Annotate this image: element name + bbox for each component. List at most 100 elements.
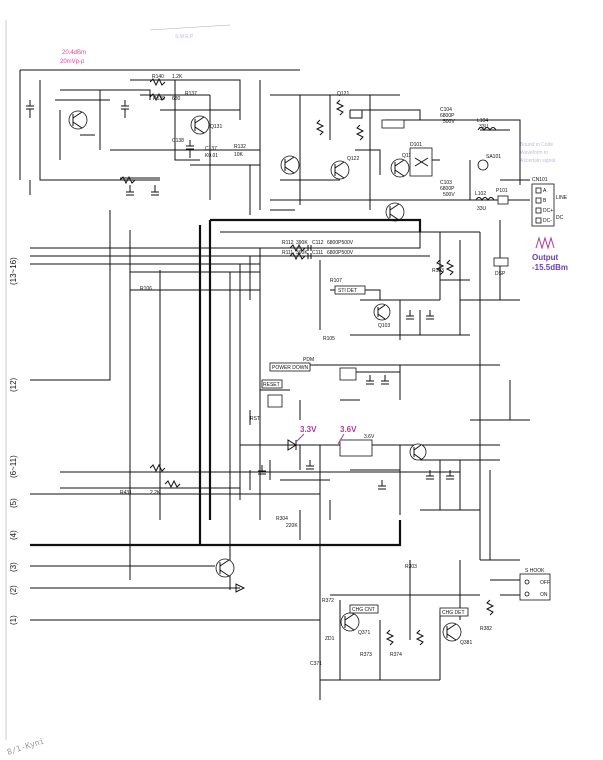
hook-switch <box>519 573 551 601</box>
label-c111-value: 6800P500V <box>327 250 354 256</box>
output-title: Output <box>532 253 559 262</box>
label-c104-value: 6800P <box>440 113 455 119</box>
output-level: -15.5dBm <box>532 263 568 272</box>
input-amplifier-section: R140 1.2K R139 680 R137 C138 Q131 C137 K… <box>19 69 300 200</box>
port-labels: (13~16) (12) (6~11) (5) (4) (3) (2) (1) <box>9 257 18 625</box>
label-q103: Q103 <box>378 323 390 329</box>
label-r431-value: 2.2K <box>150 490 161 496</box>
handwritten-note: 8/1-Kyni <box>6 736 46 757</box>
power-down-tag <box>269 362 311 372</box>
label-r304-value: 220K <box>286 523 298 529</box>
label-r132: R132 <box>234 144 246 150</box>
diode-3v3 <box>287 439 297 451</box>
port-2: (2) <box>9 585 18 595</box>
label-c138: C138 <box>172 138 184 144</box>
label-c103: C103 <box>440 180 452 186</box>
label-r431: R431 <box>120 490 132 496</box>
label-q115: Q115 <box>402 153 414 159</box>
label-3v6-node: 3.6V <box>364 434 375 440</box>
label-rst: RST <box>250 416 260 422</box>
transistor-q115 <box>390 158 410 178</box>
label-cn101: CN101 <box>532 177 548 183</box>
label-c112-value: 6800P500V <box>327 240 354 246</box>
label-q131: Q131 <box>210 124 222 130</box>
label-c112: C112 <box>312 240 324 246</box>
label-c111: C111 <box>312 250 323 256</box>
label-r303: R303 <box>405 564 417 570</box>
label-d101: D101 <box>410 142 422 148</box>
label-cn-a: A <box>543 188 547 194</box>
dsp-block <box>493 257 509 267</box>
label-reset: RESET <box>263 382 280 388</box>
scan-margin <box>5 20 231 740</box>
vpp-annotation-top: 20mVp-p <box>60 59 85 65</box>
label-r304: R304 <box>276 516 288 522</box>
signal-bus: R112 390K C112 6800P500V R111 390K C111 … <box>30 210 520 580</box>
transistor-q122 <box>330 160 350 180</box>
port-5: (5) <box>9 498 18 508</box>
label-p101: P101 <box>496 188 508 194</box>
reset-tag <box>261 379 283 389</box>
port-4: (4) <box>9 530 18 540</box>
regulator-section: 3.6V R431 2.2K R304 220K 3.3V 3.6V <box>30 425 500 560</box>
driver-section: Q121 Q122 Q115 <box>249 80 520 222</box>
label-sti-det: STI DET <box>338 288 357 294</box>
port-6-11: (6~11) <box>9 455 18 478</box>
label-l104: L104 <box>477 118 488 124</box>
label-r140: R140 <box>152 74 164 80</box>
label-hook-on: ON <box>540 592 548 598</box>
label-r372: R372 <box>322 598 334 604</box>
label-c104-voltage: 500V <box>443 119 455 125</box>
voltage-3v6: 3.6V <box>340 425 357 434</box>
transistor-q371 <box>340 612 360 632</box>
power-down-ic <box>339 367 357 381</box>
label-r112-value: 390K <box>296 240 308 246</box>
label-q381: Q381 <box>460 640 472 646</box>
faint-annotation-right-3: Ascertain signal <box>520 158 555 164</box>
transistor-regulator <box>409 443 427 461</box>
transistor-q103 <box>373 303 391 321</box>
inductor-l102 <box>475 197 495 201</box>
pulse-block <box>381 119 405 129</box>
faint-annotation-top: S M E P <box>175 34 194 40</box>
chg-cnt-tag <box>349 604 379 614</box>
label-c104: C104 <box>440 107 452 113</box>
label-q121: Q121 <box>337 91 349 97</box>
label-dc: DC <box>556 215 564 221</box>
chg-det-tag <box>439 607 469 617</box>
faint-annotation-right-2: Waveform to <box>520 150 548 156</box>
label-c137-value: K0.01 <box>205 153 218 159</box>
label-hook-off: OFF <box>540 580 550 586</box>
label-r373: R373 <box>360 652 372 658</box>
label-cn-b: B <box>543 198 547 204</box>
inductor-l104 <box>477 127 497 131</box>
connector-cn101 <box>531 183 555 227</box>
label-r106: R106 <box>140 286 152 292</box>
sti-det-tag <box>334 285 366 295</box>
label-line: LINE <box>556 195 568 201</box>
label-q371: Q371 <box>358 630 370 636</box>
transistor-driver <box>280 155 300 175</box>
regulator-ic <box>339 439 373 457</box>
voltage-3v3: 3.3V <box>300 425 317 434</box>
label-r139-value: 680 <box>172 96 181 102</box>
reset-ic <box>267 394 283 408</box>
label-l102-value: 33U <box>477 206 487 212</box>
label-l104-value: 33U <box>479 124 489 130</box>
label-c103-value: 6800P <box>440 186 455 192</box>
label-pdm: PDM <box>303 357 314 363</box>
label-l102: L102 <box>475 191 486 197</box>
label-dsp: DSP <box>495 271 506 277</box>
label-r382: R382 <box>480 626 492 632</box>
label-c103-voltage: 500V <box>443 192 455 198</box>
faint-annotation-right-1: Bound in Code <box>520 142 553 148</box>
port-12: (12) <box>9 377 18 392</box>
label-r137: R137 <box>185 91 197 97</box>
label-s-hook: S HOOK <box>525 568 545 574</box>
port-13-16: (13~16) <box>9 257 18 285</box>
label-sa101: SA101 <box>486 154 501 160</box>
label-cn-dcn: DC- <box>543 218 552 224</box>
label-r107: R107 <box>330 278 342 284</box>
surge-sa101 <box>477 159 489 171</box>
